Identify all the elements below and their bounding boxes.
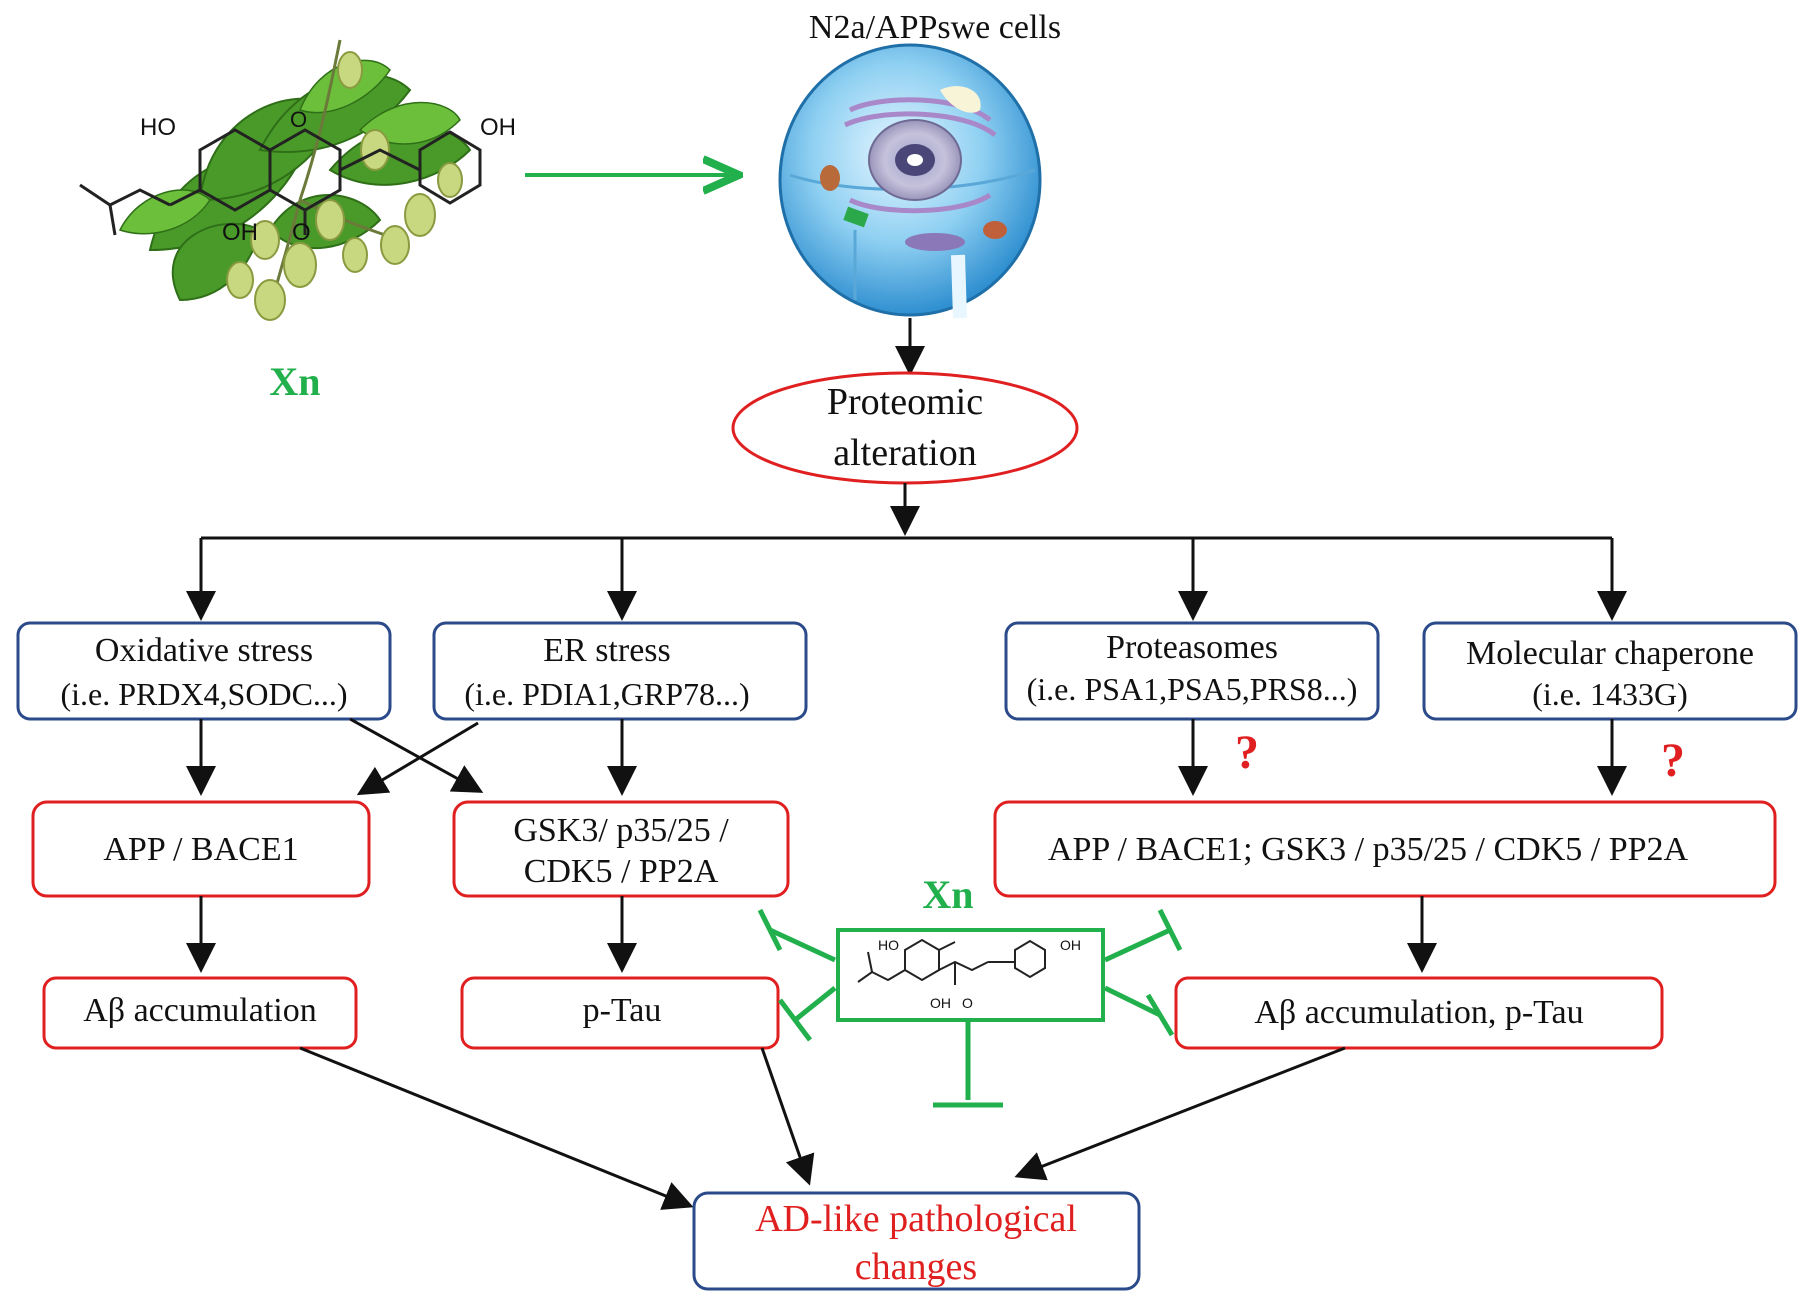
svg-text:GSK3/ p35/25 /: GSK3/ p35/25 / xyxy=(513,812,729,849)
category-er-stress: ER stress (i.e. PDIA1,GRP78...) xyxy=(432,621,808,721)
o-label-top-carbonyl: O xyxy=(292,219,311,246)
xn-label-inhibitor: Xn xyxy=(922,872,973,917)
node-p-tau: p-Tau xyxy=(460,976,780,1050)
svg-text:CDK5 / PP2A: CDK5 / PP2A xyxy=(524,853,719,890)
arrow-ptau-to-final xyxy=(760,1047,815,1186)
node-abeta-accumulation: Aβ accumulation xyxy=(42,976,358,1050)
svg-text:(i.e. PSA1,PSA5,PRS8...): (i.e. PSA1,PSA5,PRS8...) xyxy=(1027,671,1358,707)
ho-label-top: HO xyxy=(140,114,176,141)
svg-text:(i.e. PRDX4,SODC...): (i.e. PRDX4,SODC...) xyxy=(60,676,347,712)
hop-plant-illustration xyxy=(118,39,472,321)
question-mark-chaperone: ? xyxy=(1661,734,1685,787)
ho-label-inhibitor: HO xyxy=(878,937,899,953)
svg-text:AD-like pathological: AD-like pathological xyxy=(755,1198,1077,1240)
svg-text:p-Tau: p-Tau xyxy=(583,992,662,1029)
node-abeta-ptau: Aβ accumulation, p-Tau xyxy=(1174,976,1664,1050)
arrow-abeta-ptau-to-final xyxy=(1014,1046,1346,1181)
inhibition-lines xyxy=(757,908,1183,1108)
svg-text:Aβ accumulation: Aβ accumulation xyxy=(83,992,317,1029)
svg-text:(i.e. PDIA1,GRP78...): (i.e. PDIA1,GRP78...) xyxy=(464,676,749,712)
oh-label-inhibitor-right: OH xyxy=(1060,937,1081,953)
svg-text:Proteasomes: Proteasomes xyxy=(1106,629,1278,666)
oh-label-inhibitor-bottom: OH xyxy=(930,995,951,1011)
cell-illustration xyxy=(778,43,1042,319)
node-gsk3-cdk5: GSK3/ p35/25 / CDK5 / PP2A xyxy=(452,800,790,898)
cell-label: N2a/APPswe cells xyxy=(809,9,1061,46)
xanthohumol-structure-top xyxy=(79,128,482,236)
node-combined-pathway: APP / BACE1; GSK3 / p35/25 / CDK5 / PP2A xyxy=(993,800,1777,898)
svg-text:Molecular chaperone: Molecular chaperone xyxy=(1466,635,1754,672)
svg-text:(i.e. 1433G): (i.e. 1433G) xyxy=(1532,676,1688,712)
proteomic-line1: Proteomic xyxy=(827,381,983,423)
svg-text:APP / BACE1; GSK3 / p35/25 / C: APP / BACE1; GSK3 / p35/25 / CDK5 / PP2A xyxy=(1048,831,1689,868)
node-ad-like-changes: AD-like pathological changes xyxy=(692,1191,1141,1291)
svg-text:ER stress: ER stress xyxy=(543,632,671,669)
xn-label-top: Xn xyxy=(269,359,320,404)
svg-text:Oxidative stress: Oxidative stress xyxy=(95,632,313,669)
arrow-abeta-to-final xyxy=(299,1046,694,1210)
svg-text:APP / BACE1: APP / BACE1 xyxy=(103,831,298,868)
category-oxidative-stress: Oxidative stress (i.e. PRDX4,SODC...) xyxy=(16,621,392,721)
svg-text:Aβ accumulation, p-Tau: Aβ accumulation, p-Tau xyxy=(1254,994,1583,1031)
node-app-bace1: APP / BACE1 xyxy=(31,800,371,898)
oh-label-top-right: OH xyxy=(480,114,516,141)
xn-inhibitor-box: HO OH OH O xyxy=(836,928,1105,1022)
category-molecular-chaperone: Molecular chaperone (i.e. 1433G) xyxy=(1422,621,1798,721)
proteomic-line2: alteration xyxy=(833,432,976,474)
category-proteasomes: Proteasomes (i.e. PSA1,PSA5,PRS8...) xyxy=(1004,621,1380,721)
oh-label-top-bottom: OH xyxy=(222,219,258,246)
arrow-er-to-app xyxy=(356,721,479,796)
arrow-oxidative-to-gsk3 xyxy=(349,717,484,793)
svg-text:changes: changes xyxy=(855,1246,977,1288)
o-label-inhibitor: O xyxy=(962,995,973,1011)
o-label-top-ring: O xyxy=(290,107,307,132)
question-mark-proteasomes: ? xyxy=(1235,726,1259,779)
